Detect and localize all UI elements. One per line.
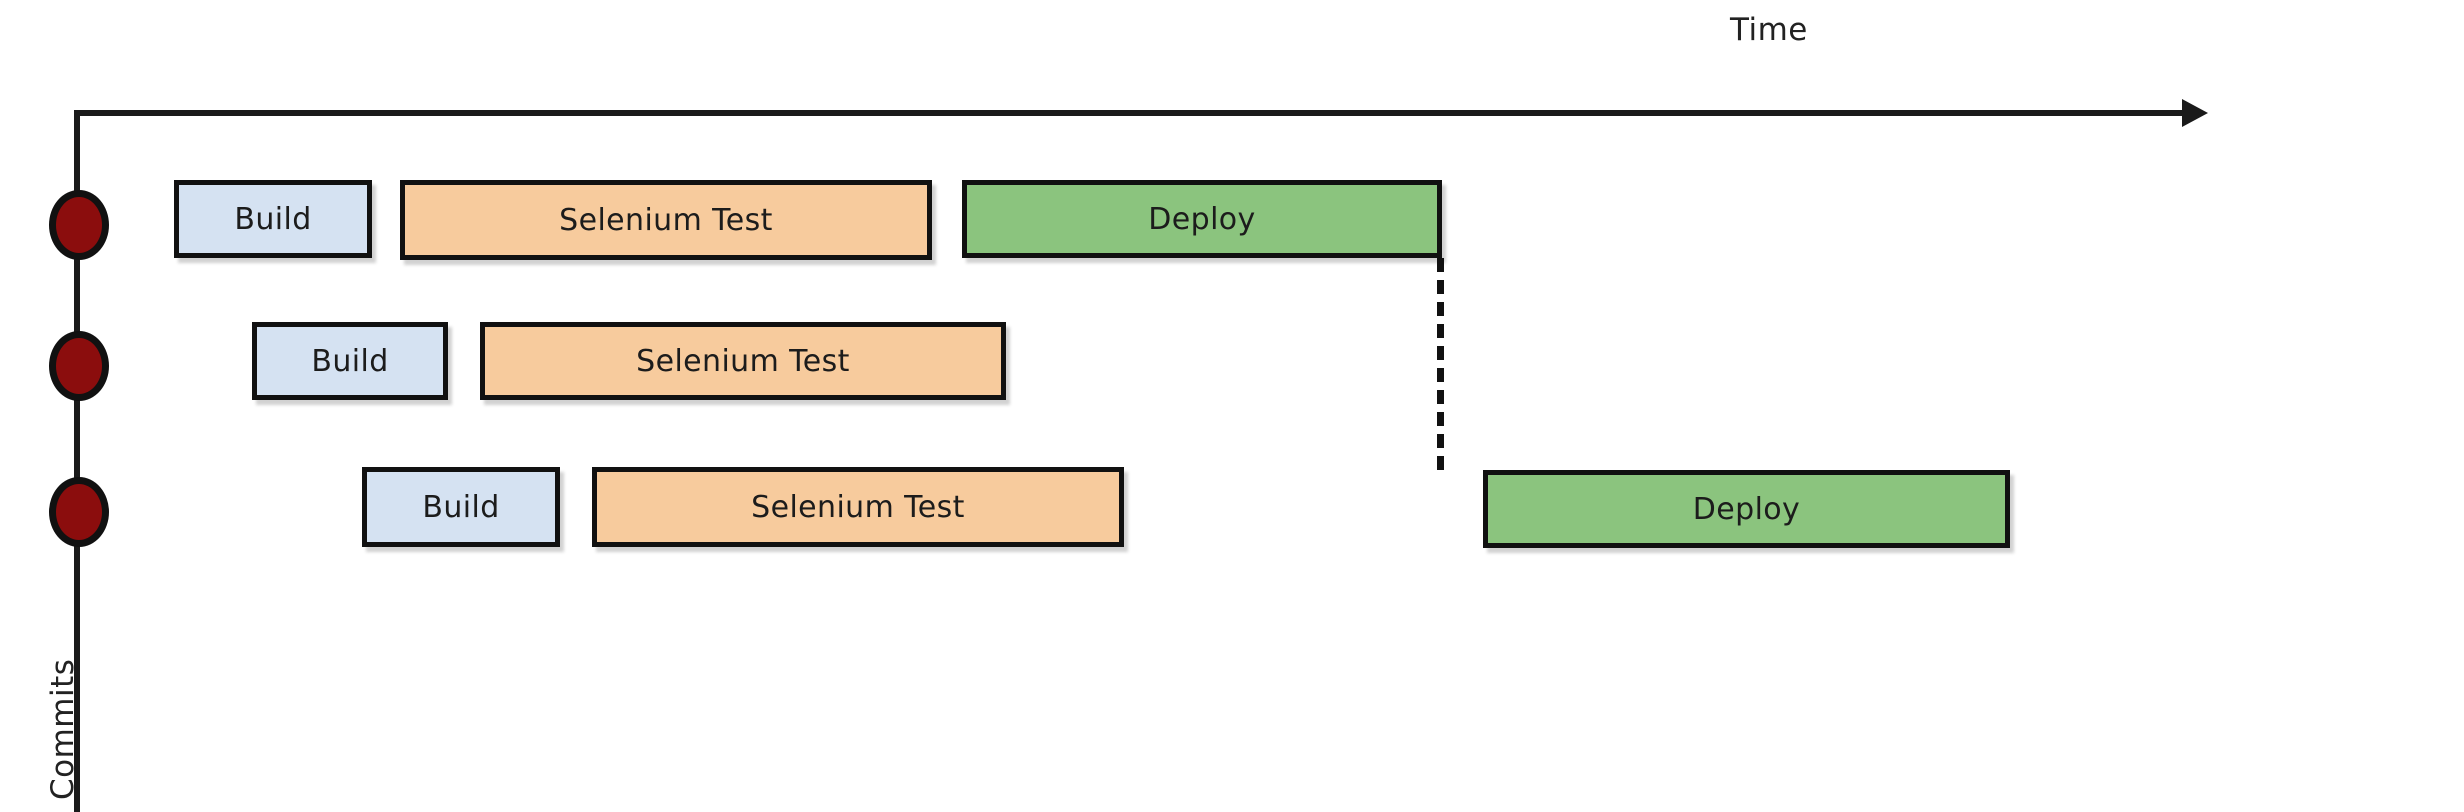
stage-box-build[interactable]: Build (362, 467, 560, 547)
stage-box-build[interactable]: Build (252, 322, 448, 400)
stage-box-selenium-test[interactable]: Selenium Test (592, 467, 1124, 547)
commits-axis-line (74, 110, 80, 812)
time-axis-label: Time (1730, 12, 1808, 48)
stage-box-deploy[interactable]: Deploy (962, 180, 1442, 258)
time-axis-line (79, 110, 2186, 116)
stage-box-selenium-test[interactable]: Selenium Test (480, 322, 1006, 400)
commit-dot-2[interactable] (49, 331, 109, 401)
time-axis-arrow-icon (2182, 99, 2208, 127)
stage-box-build[interactable]: Build (174, 180, 372, 258)
deploy-queue-dashed-connector (1437, 258, 1444, 470)
commit-dot-1[interactable] (49, 190, 109, 260)
commit-dot-3[interactable] (49, 477, 109, 547)
commits-axis-label: Commits (45, 658, 81, 800)
stage-box-selenium-test[interactable]: Selenium Test (400, 180, 932, 260)
stage-box-deploy[interactable]: Deploy (1483, 470, 2010, 548)
